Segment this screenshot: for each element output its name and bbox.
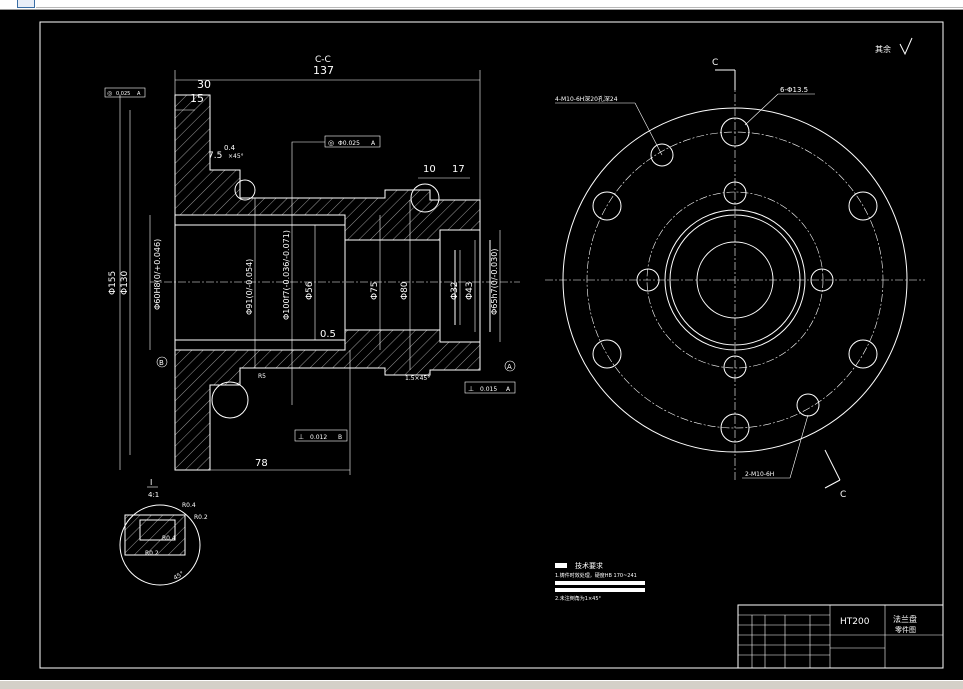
title-block: HT200 法兰盘 零件图 bbox=[737, 604, 944, 669]
dim-0-5: 0.5 bbox=[320, 329, 336, 340]
dim-17: 17 bbox=[452, 164, 465, 175]
dim-0-4: 0.4 bbox=[224, 144, 236, 152]
tol-1-value: 0.025 bbox=[116, 91, 130, 97]
dim-d80: Φ80 bbox=[400, 281, 410, 300]
tol-frame-2 bbox=[324, 135, 381, 148]
part-type: 零件图 bbox=[895, 625, 916, 634]
detail-scale: 4:1 bbox=[148, 491, 159, 499]
window-topbar bbox=[0, 0, 963, 10]
detail-label: I bbox=[150, 478, 152, 487]
tab-divider bbox=[36, 7, 963, 8]
part-name: 法兰盘 bbox=[893, 614, 917, 624]
dim-10: 10 bbox=[423, 164, 436, 175]
dim-overall: 137 bbox=[313, 64, 334, 77]
tol-2-value: Φ0.025 bbox=[338, 140, 360, 147]
section-label: C-C bbox=[315, 55, 331, 65]
holes-top-note: 4-M10-6H深20孔深24 bbox=[555, 95, 618, 103]
dim-45: ×45° bbox=[228, 153, 244, 160]
datum-b: B bbox=[159, 359, 164, 367]
tol-2-symbol: ◎ bbox=[328, 139, 334, 147]
section-c-bottom: C bbox=[840, 490, 846, 500]
tech-title: 技术要求 bbox=[575, 561, 603, 570]
tech-note-2: 2.未注倒角为1×45° bbox=[555, 595, 602, 602]
tech-note-1: 1.铸件时效处理，硬度HB 170~241 bbox=[555, 572, 637, 579]
detail-r2: R0.2 bbox=[194, 514, 208, 521]
tol-1-datum: A bbox=[137, 91, 141, 97]
detail-r1: R0.4 bbox=[182, 502, 196, 509]
dim-d43: Φ43 bbox=[465, 281, 475, 300]
hatch-bottom bbox=[174, 329, 481, 471]
datum-a-circle bbox=[504, 360, 516, 372]
tol-frame-3 bbox=[464, 381, 516, 394]
dim-d155: Φ155 bbox=[108, 271, 118, 295]
hatch-top bbox=[174, 94, 481, 241]
dim-d130: Φ130 bbox=[120, 270, 130, 295]
dim-d32: Φ32 bbox=[450, 281, 460, 300]
dim-flange: 30 bbox=[197, 78, 211, 91]
datum-b-circle bbox=[156, 356, 168, 368]
cad-drawing: 其余 C-C 137 30 1 bbox=[39, 21, 944, 669]
holes-bottom-note: 2-M10-6H bbox=[745, 471, 774, 478]
roughness-icon bbox=[899, 37, 913, 56]
tol-3-value: 0.015 bbox=[480, 386, 497, 393]
section-view: C-C 137 30 15 7.5 0.4 ×45° 10 17 0.5 Φ15… bbox=[104, 55, 520, 475]
tol-3-datum: A bbox=[506, 386, 511, 393]
tol-frame-1 bbox=[104, 87, 146, 98]
dim-78: 78 bbox=[255, 458, 268, 469]
material-text: HT200 bbox=[840, 617, 870, 627]
cad-canvas[interactable]: 其余 C-C 137 30 1 bbox=[0, 10, 963, 680]
datum-a: A bbox=[507, 363, 512, 371]
tol-4-value: 0.012 bbox=[310, 434, 327, 441]
dim-7-5: 7.5 bbox=[208, 151, 222, 161]
tol-1-symbol: ◎ bbox=[107, 90, 112, 97]
roughness-note: 其余 bbox=[875, 44, 891, 54]
detail-r4: R0.2 bbox=[145, 550, 159, 557]
tol-4-datum: B bbox=[338, 434, 342, 441]
tol-2-datum: A bbox=[371, 140, 376, 147]
dim-d75: Φ75 bbox=[370, 281, 380, 300]
dim-d60: Φ60H8(0/+0.046) bbox=[153, 239, 162, 310]
dim-step: 15 bbox=[190, 92, 204, 105]
document-tab[interactable] bbox=[17, 0, 35, 8]
dim-d65: Φ65h7(0/-0.030) bbox=[490, 249, 499, 315]
radius-note: R5 bbox=[258, 373, 266, 380]
tol-3-symbol: ⊥ bbox=[468, 385, 474, 393]
detail-view: I 4:1 R0.4 R0.2 R0.4 R0.2 45° bbox=[119, 478, 208, 586]
detail-r3: R0.4 bbox=[162, 535, 176, 542]
tol-4-symbol: ⊥ bbox=[298, 433, 304, 441]
front-view: C C 4-M10-6H深20孔深24 6-Φ13.5 2-M10-6H bbox=[545, 58, 925, 500]
dim-d91: Φ91(0/-0.054) bbox=[245, 259, 254, 315]
dim-d100: Φ100f7(-0.036/-0.071) bbox=[282, 230, 291, 320]
dim-d56: Φ56 bbox=[305, 281, 315, 300]
detail-angle: 45° bbox=[173, 570, 186, 581]
section-c-top: C bbox=[712, 58, 718, 68]
holes-six-note: 6-Φ13.5 bbox=[780, 86, 808, 94]
drawing-frame bbox=[39, 21, 944, 669]
chamfer-note: 1.5×45° bbox=[405, 375, 430, 382]
status-bar bbox=[0, 680, 963, 689]
tol-frame-4 bbox=[294, 429, 348, 442]
tech-notes: 技术要求 1.铸件时效处理，硬度HB 170~241 2.未注倒角为1×45° bbox=[555, 561, 645, 602]
